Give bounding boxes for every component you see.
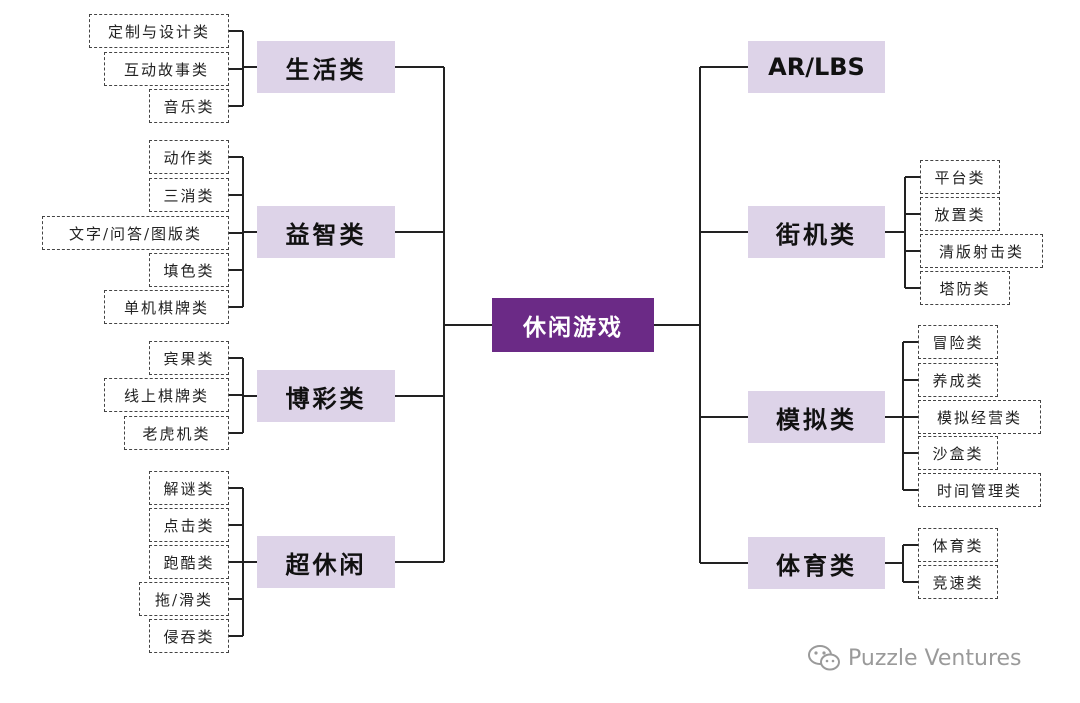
root-node: 休闲游戏: [492, 298, 654, 352]
leaf-node: 音乐类: [149, 89, 229, 123]
leaf-node: 线上棋牌类: [104, 378, 229, 412]
leaf-node: 文字/问答/图版类: [42, 216, 229, 250]
leaf-node: 竞速类: [918, 565, 998, 599]
category-node-right: 街机类: [748, 206, 885, 258]
watermark: Puzzle Ventures: [806, 640, 1022, 676]
leaf-node: 时间管理类: [918, 473, 1041, 507]
category-node-right: 模拟类: [748, 391, 885, 443]
leaf-node: 模拟经营类: [918, 400, 1041, 434]
category-node-left: 益智类: [257, 206, 395, 258]
leaf-node: 动作类: [149, 140, 229, 174]
wechat-icon: [808, 645, 840, 671]
leaf-node: 放置类: [920, 197, 1000, 231]
category-node-right: 体育类: [748, 537, 885, 589]
leaf-node: 拖/滑类: [139, 582, 229, 616]
leaf-node: 互动故事类: [104, 52, 229, 86]
leaf-node: 三消类: [149, 178, 229, 212]
leaf-node: 定制与设计类: [89, 14, 229, 48]
category-node-right: AR/LBS: [748, 41, 885, 93]
watermark-text: Puzzle Ventures: [848, 645, 1022, 671]
leaf-node: 宾果类: [149, 341, 229, 375]
leaf-node: 老虎机类: [124, 416, 229, 450]
leaf-node: 填色类: [149, 253, 229, 287]
leaf-node: 体育类: [918, 528, 998, 562]
leaf-node: 侵吞类: [149, 619, 229, 653]
leaf-node: 沙盒类: [918, 436, 998, 470]
leaf-node: 养成类: [918, 363, 998, 397]
category-node-left: 博彩类: [257, 370, 395, 422]
category-node-left: 超休闲: [257, 536, 395, 588]
category-node-left: 生活类: [257, 41, 395, 93]
leaf-node: 单机棋牌类: [104, 290, 229, 324]
leaf-node: 冒险类: [918, 325, 998, 359]
leaf-node: 塔防类: [920, 271, 1010, 305]
leaf-node: 解谜类: [149, 471, 229, 505]
leaf-node: 平台类: [920, 160, 1000, 194]
leaf-node: 清版射击类: [920, 234, 1043, 268]
leaf-node: 跑酷类: [149, 545, 229, 579]
leaf-node: 点击类: [149, 508, 229, 542]
